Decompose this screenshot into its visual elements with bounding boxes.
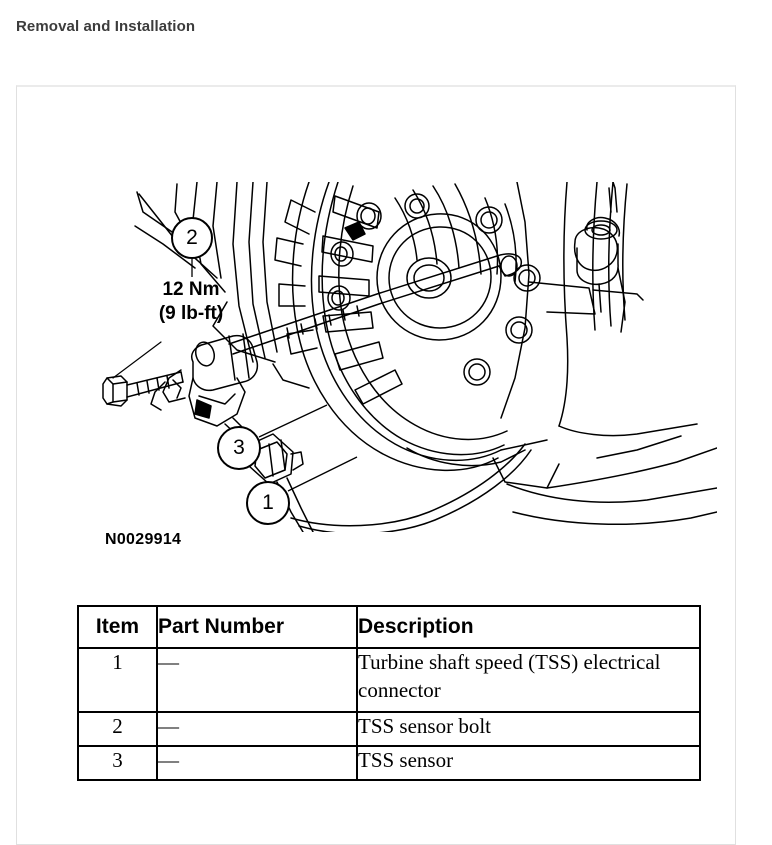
figure-id-label: N0029914 (105, 531, 182, 548)
column-header-part-number: Part Number (156, 605, 358, 649)
table-row: 3 — TSS sensor (77, 745, 701, 781)
table-header-row: Item Part Number Description (77, 605, 701, 649)
transmission-assembly-illustration (102, 182, 717, 532)
table-header: Item Part Number Description (77, 605, 701, 649)
torque-specification: 12 Nm (9 lb-ft) (121, 278, 261, 326)
torque-imperial: (9 lb-ft) (158, 302, 224, 324)
cell-description: TSS sensor (356, 745, 701, 781)
cell-item: 3 (77, 745, 158, 781)
column-header-item: Item (77, 605, 158, 649)
cell-part-number: — (156, 711, 358, 747)
cell-item: 1 (77, 647, 158, 713)
cell-description: Turbine shaft speed (TSS) electrical con… (356, 647, 701, 713)
callout-number: 3 (233, 436, 245, 459)
page-title: Removal and Installation (16, 18, 196, 35)
callout-number: 1 (262, 491, 274, 514)
cell-part-number: — (156, 745, 358, 781)
callout-number: 2 (186, 226, 198, 249)
cell-item: 2 (77, 711, 158, 747)
figure-block: 2 12 Nm (9 lb-ft) 3 1 N0029914 (17, 87, 737, 567)
table-row: 2 — TSS sensor bolt (77, 711, 701, 747)
cell-part-number: — (156, 647, 358, 713)
table-row: 1 — Turbine shaft speed (TSS) electrical… (77, 647, 701, 713)
table-body: 1 — Turbine shaft speed (TSS) electrical… (77, 647, 701, 781)
content-card: 2 12 Nm (9 lb-ft) 3 1 N0029914 Item Part… (16, 85, 736, 845)
parts-table: Item Part Number Description 1 — Turbine… (77, 605, 701, 781)
cell-description: TSS sensor bolt (356, 711, 701, 747)
callout-marker-2: 2 (171, 217, 213, 259)
callout-marker-3: 3 (217, 426, 261, 470)
column-header-description: Description (356, 605, 701, 649)
torque-metric: 12 Nm (162, 279, 220, 300)
callout-marker-1: 1 (246, 481, 290, 525)
